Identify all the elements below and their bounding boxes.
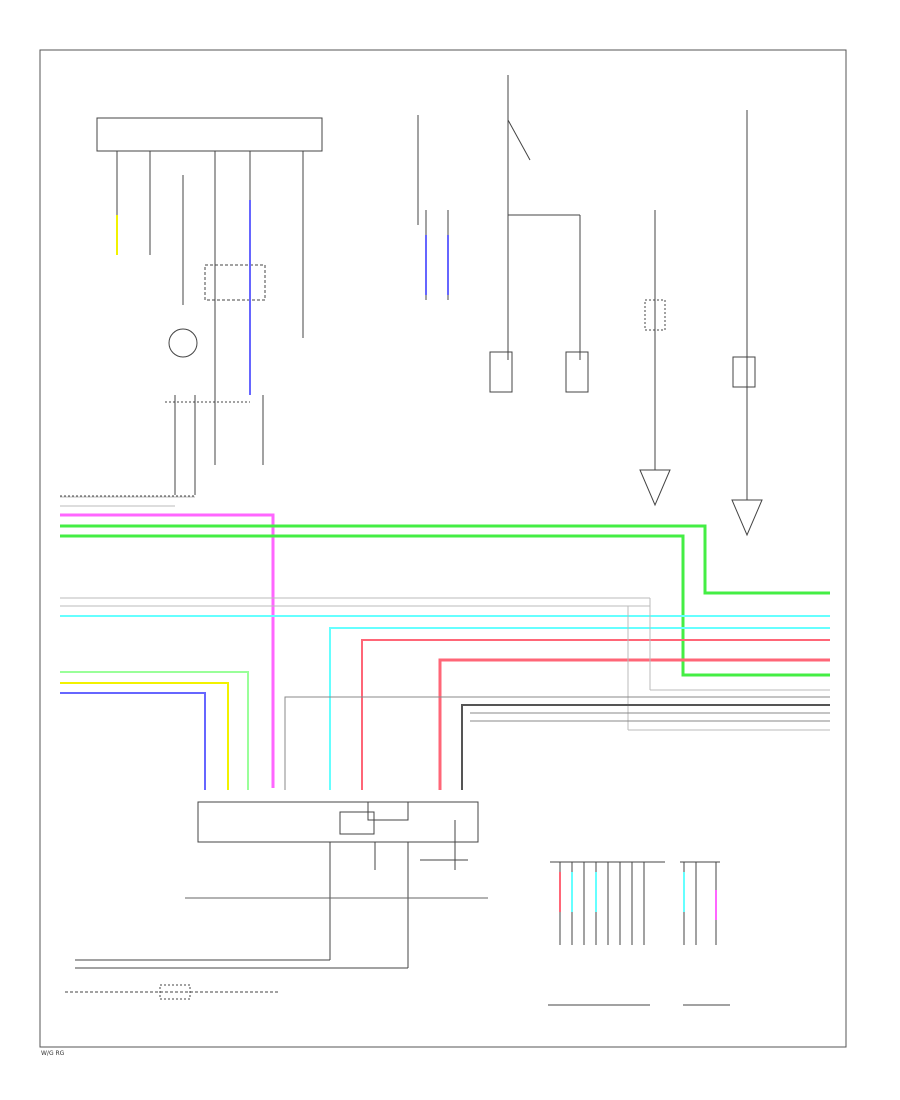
- ground-triangle-1: [639, 469, 671, 507]
- bus-green-2: [60, 534, 830, 677]
- switch-contact: [507, 119, 531, 161]
- bus-pink-top: [60, 513, 275, 788]
- fuse-relay-block: [489, 75, 589, 393]
- ecu-box: [197, 801, 479, 843]
- sensor-box-2: [732, 356, 756, 388]
- relay-box: [204, 264, 266, 301]
- relay-left: [489, 351, 513, 393]
- bus-gray-1: [284, 696, 830, 790]
- bus-red-1: [361, 639, 830, 790]
- ecu-subbox-right: [367, 801, 409, 821]
- bus-yellow: [60, 682, 229, 790]
- bus-green-3: [60, 671, 249, 790]
- bottom-left-connector: [65, 959, 408, 1000]
- bus-cyan-2: [329, 627, 830, 790]
- bus-blue: [60, 692, 206, 790]
- ground-triangle-2: [731, 499, 763, 537]
- ground-symbol: [168, 328, 198, 358]
- bus-green-1: [60, 524, 830, 595]
- ecu-block: [185, 801, 488, 968]
- sensor-box-1: [644, 299, 666, 331]
- bus-gray-2: [461, 704, 830, 790]
- relay-right: [565, 351, 589, 393]
- center-switch-block: [417, 115, 449, 300]
- bl-connector: [159, 984, 191, 1000]
- combination-meter-block: [60, 117, 323, 497]
- combination-meter-box: [96, 117, 323, 152]
- right-sensor-block: [639, 110, 763, 537]
- ecu-subbox: [339, 811, 375, 835]
- diagram-frame: [39, 49, 847, 1048]
- bus-red-2: [438, 658, 830, 790]
- diagram-code-label: W/G RG: [41, 1050, 65, 1057]
- bottom-right-connectors: [548, 861, 730, 1006]
